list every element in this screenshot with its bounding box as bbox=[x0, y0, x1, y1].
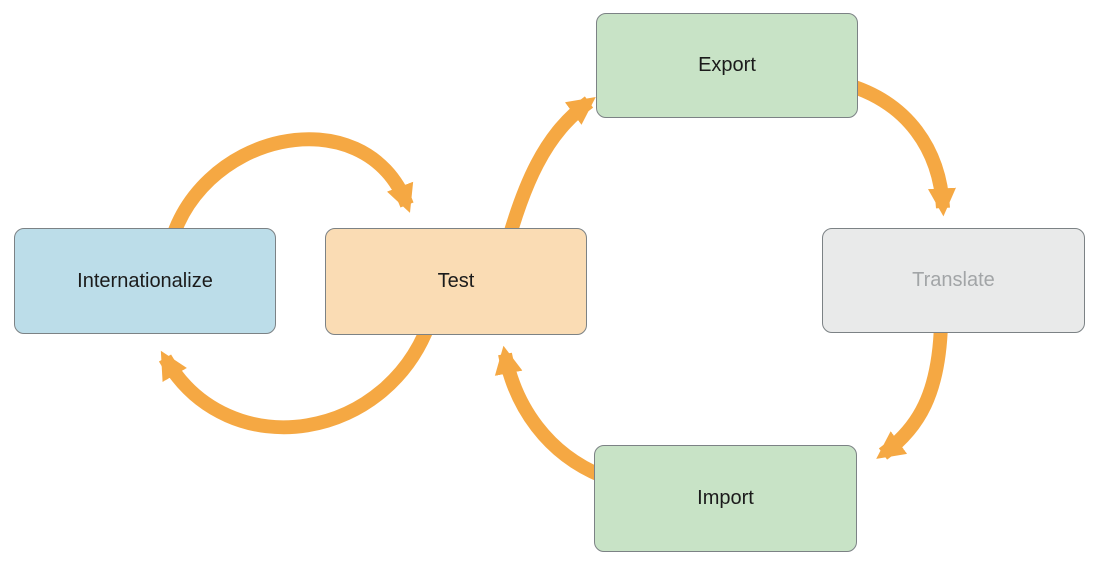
node-internationalize: Internationalize bbox=[14, 228, 276, 334]
node-export: Export bbox=[596, 13, 858, 118]
arrow-test-to-internationalize bbox=[158, 312, 439, 435]
node-internationalize-label: Internationalize bbox=[77, 269, 213, 292]
node-translate: Translate bbox=[822, 228, 1085, 333]
node-import-label: Import bbox=[697, 487, 754, 509]
arrow-export-to-translate bbox=[842, 77, 956, 217]
node-translate-label: Translate bbox=[912, 269, 995, 291]
node-test-label: Test bbox=[437, 270, 475, 292]
arrow-translate-to-import bbox=[876, 323, 948, 460]
node-test: Test bbox=[325, 228, 587, 335]
node-export-label: Export bbox=[698, 54, 756, 76]
arrow-import-to-test bbox=[494, 345, 605, 483]
arrow-internationalize-to-test bbox=[161, 132, 414, 257]
node-import: Import bbox=[594, 445, 857, 552]
